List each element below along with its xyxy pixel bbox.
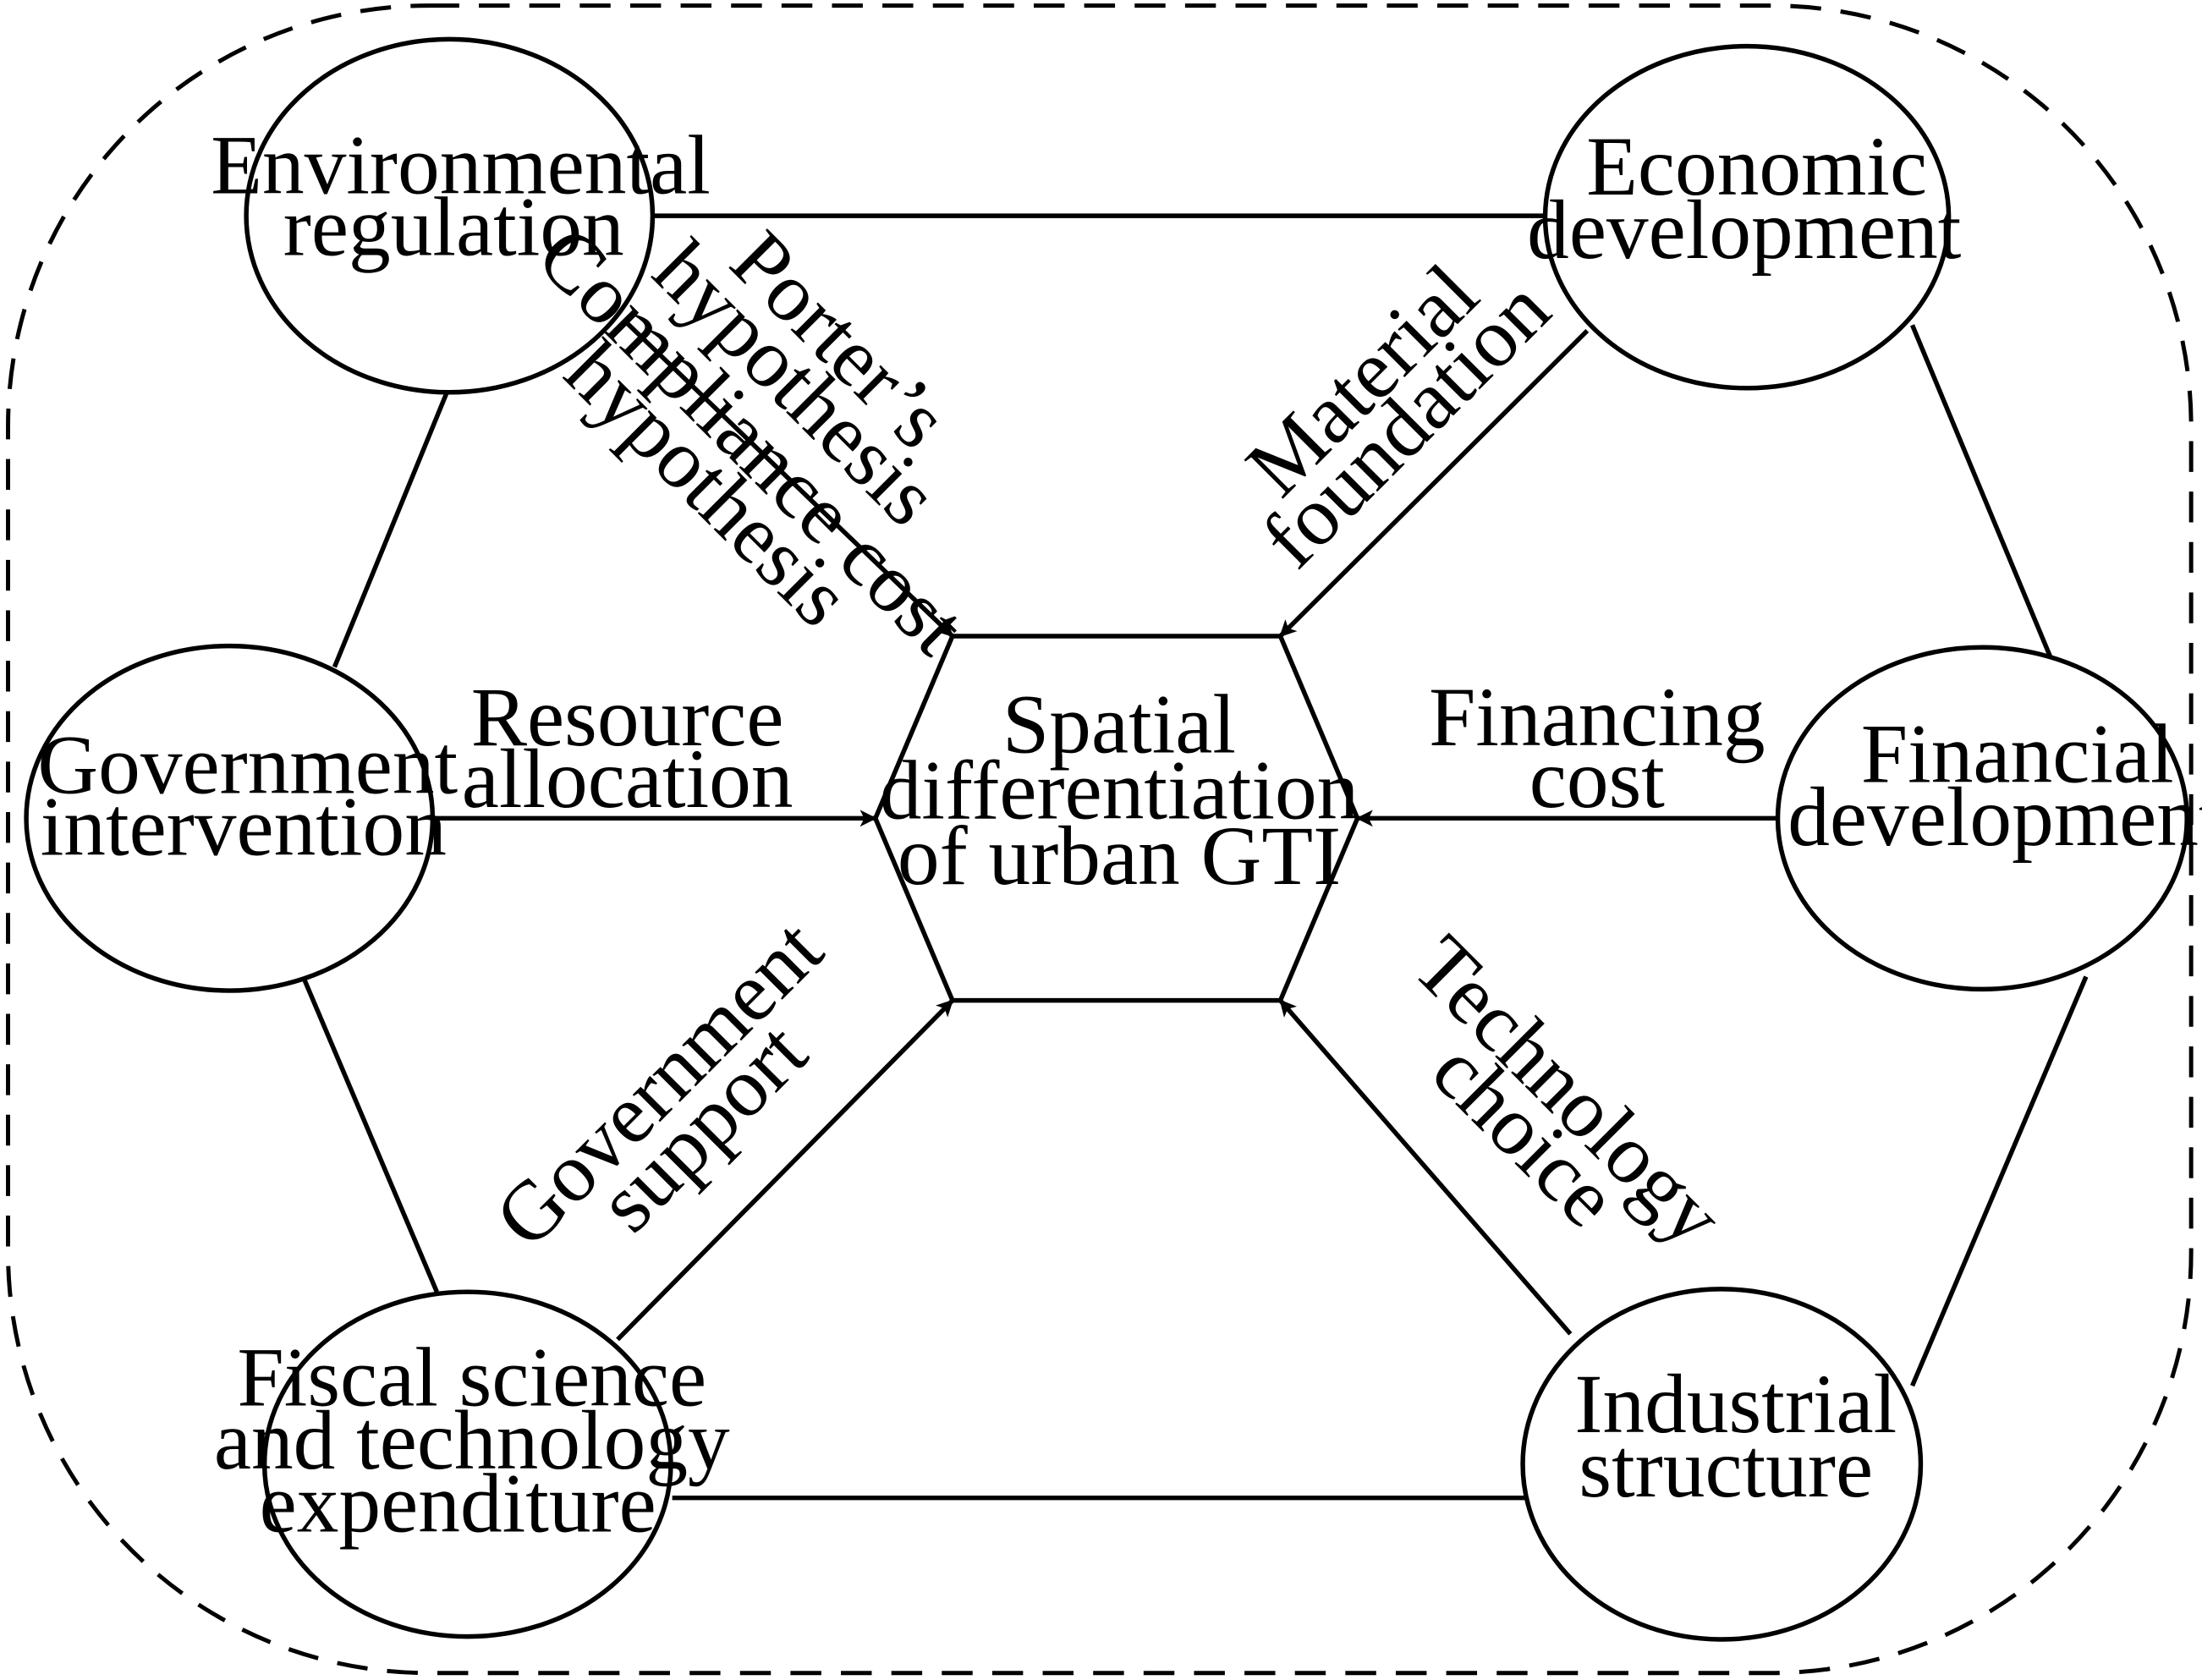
label-financing-cost-line1: Financing [1429, 671, 1765, 764]
label-resource-allocation: Resource allocation [462, 671, 793, 826]
node-fiscal-expenditure-ellipse [261, 1289, 673, 1639]
node-industrial-structure-line2: structure [1579, 1422, 1873, 1515]
node-environmental-regulation-line1: Environmental [211, 119, 711, 212]
node-fiscal-expenditure-line2: and technology [214, 1394, 730, 1487]
node-environmental-regulation-ellipse [244, 36, 656, 395]
node-fiscal-expenditure: Fiscal science and technology expenditur… [214, 1289, 730, 1639]
node-economic-development-ellipse [1542, 43, 1952, 391]
label-financing-cost-line2: cost [1529, 733, 1665, 826]
node-financial-development-line1: Financial [1861, 707, 2174, 800]
label-financing-cost: Financing cost [1429, 671, 1765, 826]
node-economic-development: Economic development [1527, 43, 1962, 391]
node-government-intervention-ellipse [24, 643, 436, 993]
node-financial-development: Financial development [1775, 645, 2202, 992]
node-government-intervention-line2: intervention [41, 780, 447, 873]
link-government-fiscal [301, 977, 439, 1293]
factor-connectors [301, 213, 2089, 1501]
label-government-support: Government support [477, 902, 840, 1265]
link-econ-financial [1910, 324, 2054, 660]
node-economic-development-line1: Economic [1586, 120, 1927, 213]
label-technology-choice: Technology choice [1396, 918, 1742, 1264]
node-environmental-regulation-line2: regulation [283, 180, 624, 273]
node-industrial-structure-ellipse [1520, 1287, 1924, 1642]
center-label-line1: Spatial [1002, 678, 1236, 771]
node-fiscal-expenditure-line1: Fiscal science [237, 1331, 706, 1424]
node-financial-development-line2: development [1787, 771, 2202, 864]
center-node: Spatial differentiation of urban GTI [872, 634, 1360, 1003]
arrow-econ-to-center [1278, 328, 1590, 638]
node-financial-development-ellipse [1775, 645, 2189, 992]
link-financial-industrial [1910, 975, 2089, 1387]
label-resource-allocation-line1: Resource [471, 671, 784, 764]
arrow-env-to-center [621, 317, 954, 638]
node-fiscal-expenditure-line3: expenditure [260, 1457, 656, 1550]
outer-boundary [6, 3, 2194, 1676]
node-industrial-structure: Industrial structure [1520, 1287, 1924, 1642]
center-label-line3: of urban GTI [898, 810, 1341, 903]
link-env-government [332, 388, 451, 668]
node-government-intervention-line1: Government [37, 719, 458, 812]
label-resource-allocation-line2: allocation [462, 733, 793, 826]
node-industrial-structure-line1: Industrial [1574, 1358, 1897, 1451]
arrow-industrial-to-center [1278, 998, 1573, 1336]
node-economic-development-line2: development [1527, 184, 1962, 277]
arrow-fiscal-to-center [616, 998, 954, 1342]
center-hexagon [872, 634, 1360, 1003]
node-government-intervention: Government intervention [24, 643, 459, 993]
node-environmental-regulation: Environmental regulation [211, 36, 711, 395]
center-label-line2: differentiation [880, 744, 1359, 837]
mechanism-arrows [432, 317, 1778, 1342]
